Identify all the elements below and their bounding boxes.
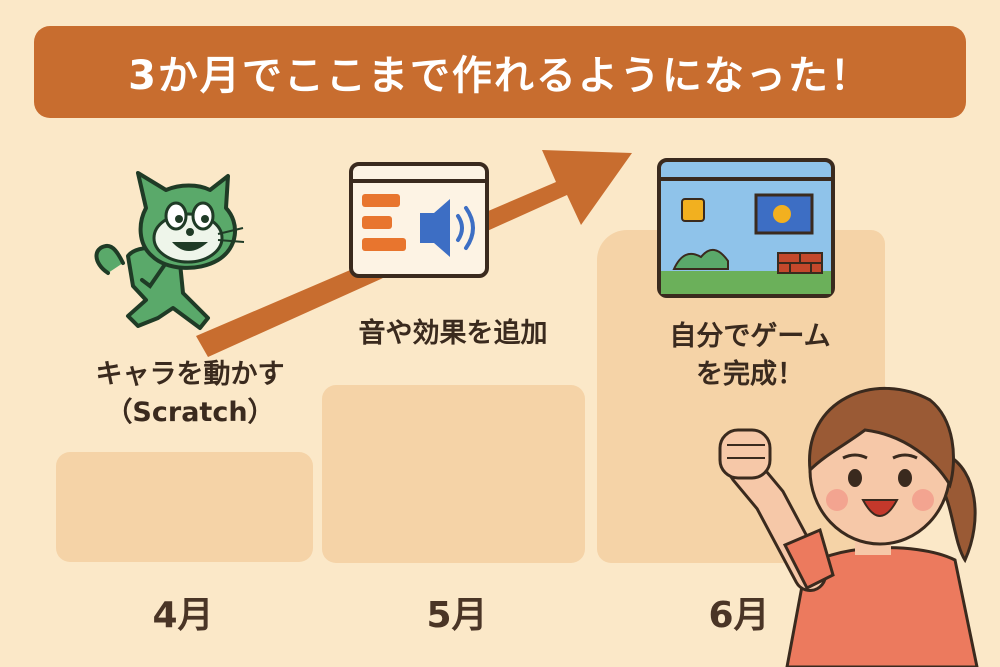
scratch-cat-icon — [94, 171, 245, 330]
month-label-may: 5月 — [426, 595, 488, 636]
month-label-april: 4月 — [152, 595, 214, 636]
caption-june: 自分でゲーム を完成！ — [630, 318, 870, 394]
step-block-may — [322, 385, 585, 563]
page-title: 3か月でここまで作れるようになった！ — [128, 53, 872, 99]
month-label-june: 6月 — [708, 595, 770, 636]
caption-june-line2: を完成！ — [696, 359, 804, 390]
caption-april: キャラを動かす （Scratch） — [55, 356, 325, 432]
cheering-girl-illustration — [718, 386, 979, 667]
game-screen-icon — [657, 158, 835, 298]
caption-april-line2: （Scratch） — [105, 397, 275, 428]
step-block-april — [56, 452, 313, 562]
caption-may-line1: 音や効果を追加 — [358, 318, 548, 349]
caption-april-line1: キャラを動かす — [95, 359, 285, 390]
sound-panel-icon — [349, 162, 489, 278]
caption-may: 音や効果を追加 — [318, 315, 588, 353]
caption-june-line1: 自分でゲーム — [669, 321, 831, 352]
title-banner: 3か月でここまで作れるようになった！ — [34, 26, 966, 118]
